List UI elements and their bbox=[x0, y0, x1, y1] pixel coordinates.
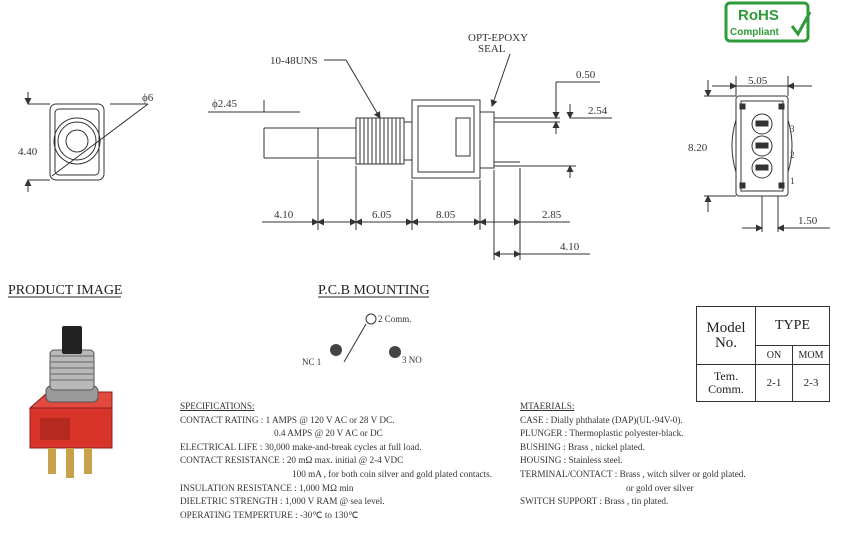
material-line: BUSHING : Brass , nickel plated. bbox=[520, 441, 645, 452]
front-view bbox=[24, 92, 149, 192]
pcb-mounting-diagram bbox=[330, 313, 401, 363]
pin-label-3: 3 bbox=[790, 124, 795, 134]
pcb-no-label: 3 NO bbox=[402, 355, 422, 365]
spec-line: INSULATION RESISTANCE : 1,000 MΩ min bbox=[180, 482, 354, 493]
bottom-width-label: 5.05 bbox=[748, 75, 768, 87]
spec-line: ELECTRICAL LIFE : 30,000 make-and-break … bbox=[180, 441, 422, 452]
spec-line: 100 mA , for both coin silver and gold p… bbox=[292, 468, 493, 479]
pin-label-2: 2 bbox=[790, 150, 795, 160]
pin-label-1: 1 bbox=[790, 176, 795, 186]
materials-title: MTAERIALS: bbox=[520, 401, 575, 411]
dim-plunger-len: 4.10 bbox=[274, 209, 294, 221]
seal-label-line1: OPT-EPOXY bbox=[468, 32, 528, 44]
pcb-comm-label: 2 Comm. bbox=[378, 314, 412, 324]
product-image-heading: PRODUCT IMAGE bbox=[8, 283, 122, 298]
spec-line: OPERATING TEMPERTURE : -30℃ to 130℃ bbox=[180, 509, 359, 520]
plunger-dia-label: ϕ2.45 bbox=[212, 98, 238, 110]
rohs-subtitle: Compliant bbox=[730, 27, 780, 38]
front-dia-label: ϕ6 bbox=[142, 92, 154, 104]
dim-terminal-len: 2.85 bbox=[542, 209, 562, 221]
material-line: SWITCH SUPPORT : Brass , tin plated. bbox=[520, 496, 669, 507]
dim-bushing-len: 6.05 bbox=[372, 209, 392, 221]
mom-value: 2-3 bbox=[792, 364, 830, 402]
side-view bbox=[208, 53, 612, 260]
dim-terminal-total: 4.10 bbox=[560, 241, 580, 253]
spec-line: CONTACT RATING : 1 AMPS @ 120 V AC or 28… bbox=[180, 414, 395, 425]
rohs-title: RoHS bbox=[738, 7, 779, 24]
material-line: PLUNGER : Thermoplastic polyester-black. bbox=[520, 428, 684, 439]
product-image bbox=[28, 326, 113, 478]
pcb-nc-label: NC 1 bbox=[302, 357, 321, 367]
on-value: 2-1 bbox=[755, 364, 793, 402]
material-line: TERMINAL/CONTACT : Brass , witch silver … bbox=[520, 468, 746, 479]
bottom-view bbox=[704, 76, 830, 232]
type-header: TYPE bbox=[755, 306, 830, 346]
thread-label: 10-48UNS bbox=[270, 55, 318, 67]
tem-comm-label: Tem. Comm. bbox=[696, 364, 756, 402]
specifications-title: SPECIFICATIONS: bbox=[180, 401, 255, 411]
model-no-header: Model No. bbox=[696, 306, 756, 365]
seal-label-line2: SEAL bbox=[478, 43, 506, 55]
material-line: or gold over silver bbox=[626, 482, 694, 493]
bottom-height-label: 8.20 bbox=[688, 142, 708, 154]
pcb-mounting-heading: P.C.B MOUNTING bbox=[318, 283, 430, 298]
on-header: ON bbox=[755, 345, 793, 365]
spec-line: DIELETRIC STRENGTH : 1,000 V RAM @ sea l… bbox=[180, 496, 385, 507]
front-height-label: 4.40 bbox=[18, 146, 38, 158]
material-line: CASE : Dially phthalate (DAP)(UL-94V-0). bbox=[520, 414, 683, 425]
dim-body-len: 8.05 bbox=[436, 209, 456, 221]
dim-terminal-thick: 0.50 bbox=[576, 69, 596, 81]
thread-lines bbox=[359, 118, 401, 164]
spec-line: 0.4 AMPS @ 20 V AC or DC bbox=[274, 428, 383, 439]
material-line: HOUSING : Stainless steel. bbox=[520, 455, 623, 466]
bottom-pitch-label: 1.50 bbox=[798, 215, 818, 227]
specifications-block: SPECIFICATIONS: CONTACT RATING : 1 AMPS … bbox=[180, 400, 492, 522]
rohs-logo: RoHS Compliant bbox=[724, 1, 812, 43]
mom-header: MOM bbox=[792, 345, 830, 365]
dim-terminal-gap: 2.54 bbox=[588, 105, 608, 117]
materials-block: MTAERIALS: CASE : Dially phthalate (DAP)… bbox=[520, 400, 746, 509]
model-type-table: Model No. TYPE ON MOM Tem. Comm. 2-1 2-3 bbox=[696, 306, 830, 402]
check-icon bbox=[790, 11, 812, 37]
spec-line: CONTACT RESISTANCE : 20 mΩ max. initial … bbox=[180, 455, 404, 466]
